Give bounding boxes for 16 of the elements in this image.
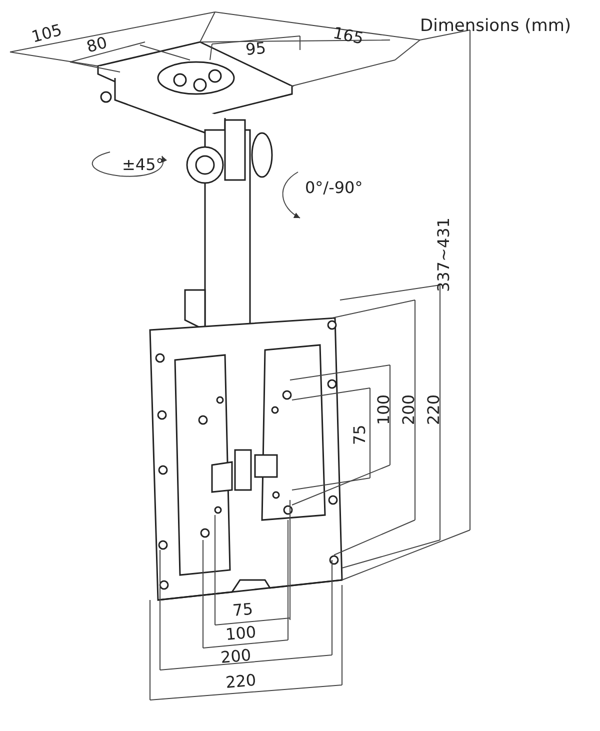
dimension-label: 100 [376,394,392,425]
dimension-label: 165 [332,25,365,47]
dimension-label: 95 [245,40,267,58]
rotation-label: 0°/-90° [305,180,363,196]
dimension-label: 337~431 [436,218,452,292]
dimension-label: 75 [352,424,368,445]
dimension-label: 220 [225,672,257,691]
dimension-label: 105 [30,22,64,46]
rotation-label: ±45° [122,157,164,173]
dimension-label: 200 [401,394,417,425]
dimension-label: 220 [426,394,442,425]
dimension-label: 200 [220,647,252,666]
dimension-label: 75 [232,601,254,619]
dimension-label: 100 [225,624,257,643]
units-note: Dimensions (mm) [420,18,572,35]
dimension-label: 80 [85,34,109,56]
